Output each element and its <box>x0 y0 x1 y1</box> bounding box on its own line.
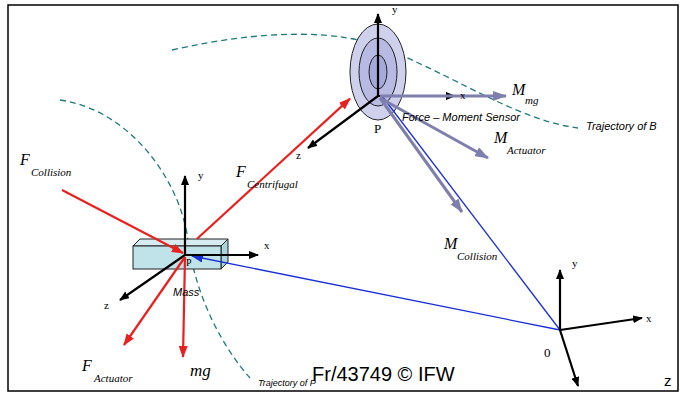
label: 0 <box>544 346 551 359</box>
label: M⃗ <box>444 236 470 252</box>
label: F⃗ <box>20 152 42 168</box>
label: x <box>264 240 270 251</box>
label: Fr/43749 © IFW <box>312 364 455 384</box>
label: F⃗ <box>82 358 104 374</box>
mass-node: PMass <box>133 239 228 269</box>
part-name: Force – Moment Sensor <box>402 112 520 123</box>
point-label: P <box>186 258 192 268</box>
frame <box>8 5 678 391</box>
label: z <box>664 373 672 388</box>
trajectory-p <box>60 100 250 378</box>
label: mg⃗ <box>190 362 224 379</box>
part-name: Mass <box>173 287 199 298</box>
label: Collision <box>457 251 497 262</box>
label: y <box>572 258 578 269</box>
position-vector <box>192 256 560 330</box>
label: x <box>646 313 652 324</box>
label: y <box>392 4 398 15</box>
force-arrow <box>62 190 185 357</box>
label: y <box>198 170 204 181</box>
point-label: P <box>374 122 381 135</box>
label: Actuator <box>94 373 133 384</box>
label: mg <box>525 95 538 106</box>
label: Collision <box>31 167 71 178</box>
label: x <box>460 90 466 101</box>
label: Trajectory of B <box>586 121 657 132</box>
label: M⃗ <box>494 130 520 146</box>
sensor-node: PForce – Moment Sensor <box>350 25 407 120</box>
coordinate-frame <box>120 14 642 386</box>
label: z <box>296 150 301 161</box>
label: Trajectory of P <box>258 379 316 388</box>
force-connector <box>197 99 350 239</box>
label: Actuator <box>507 145 546 156</box>
position-vector <box>382 96 560 330</box>
label: z <box>104 300 109 311</box>
label: Centrifugal <box>247 179 298 190</box>
label: F⃗ <box>236 164 258 180</box>
